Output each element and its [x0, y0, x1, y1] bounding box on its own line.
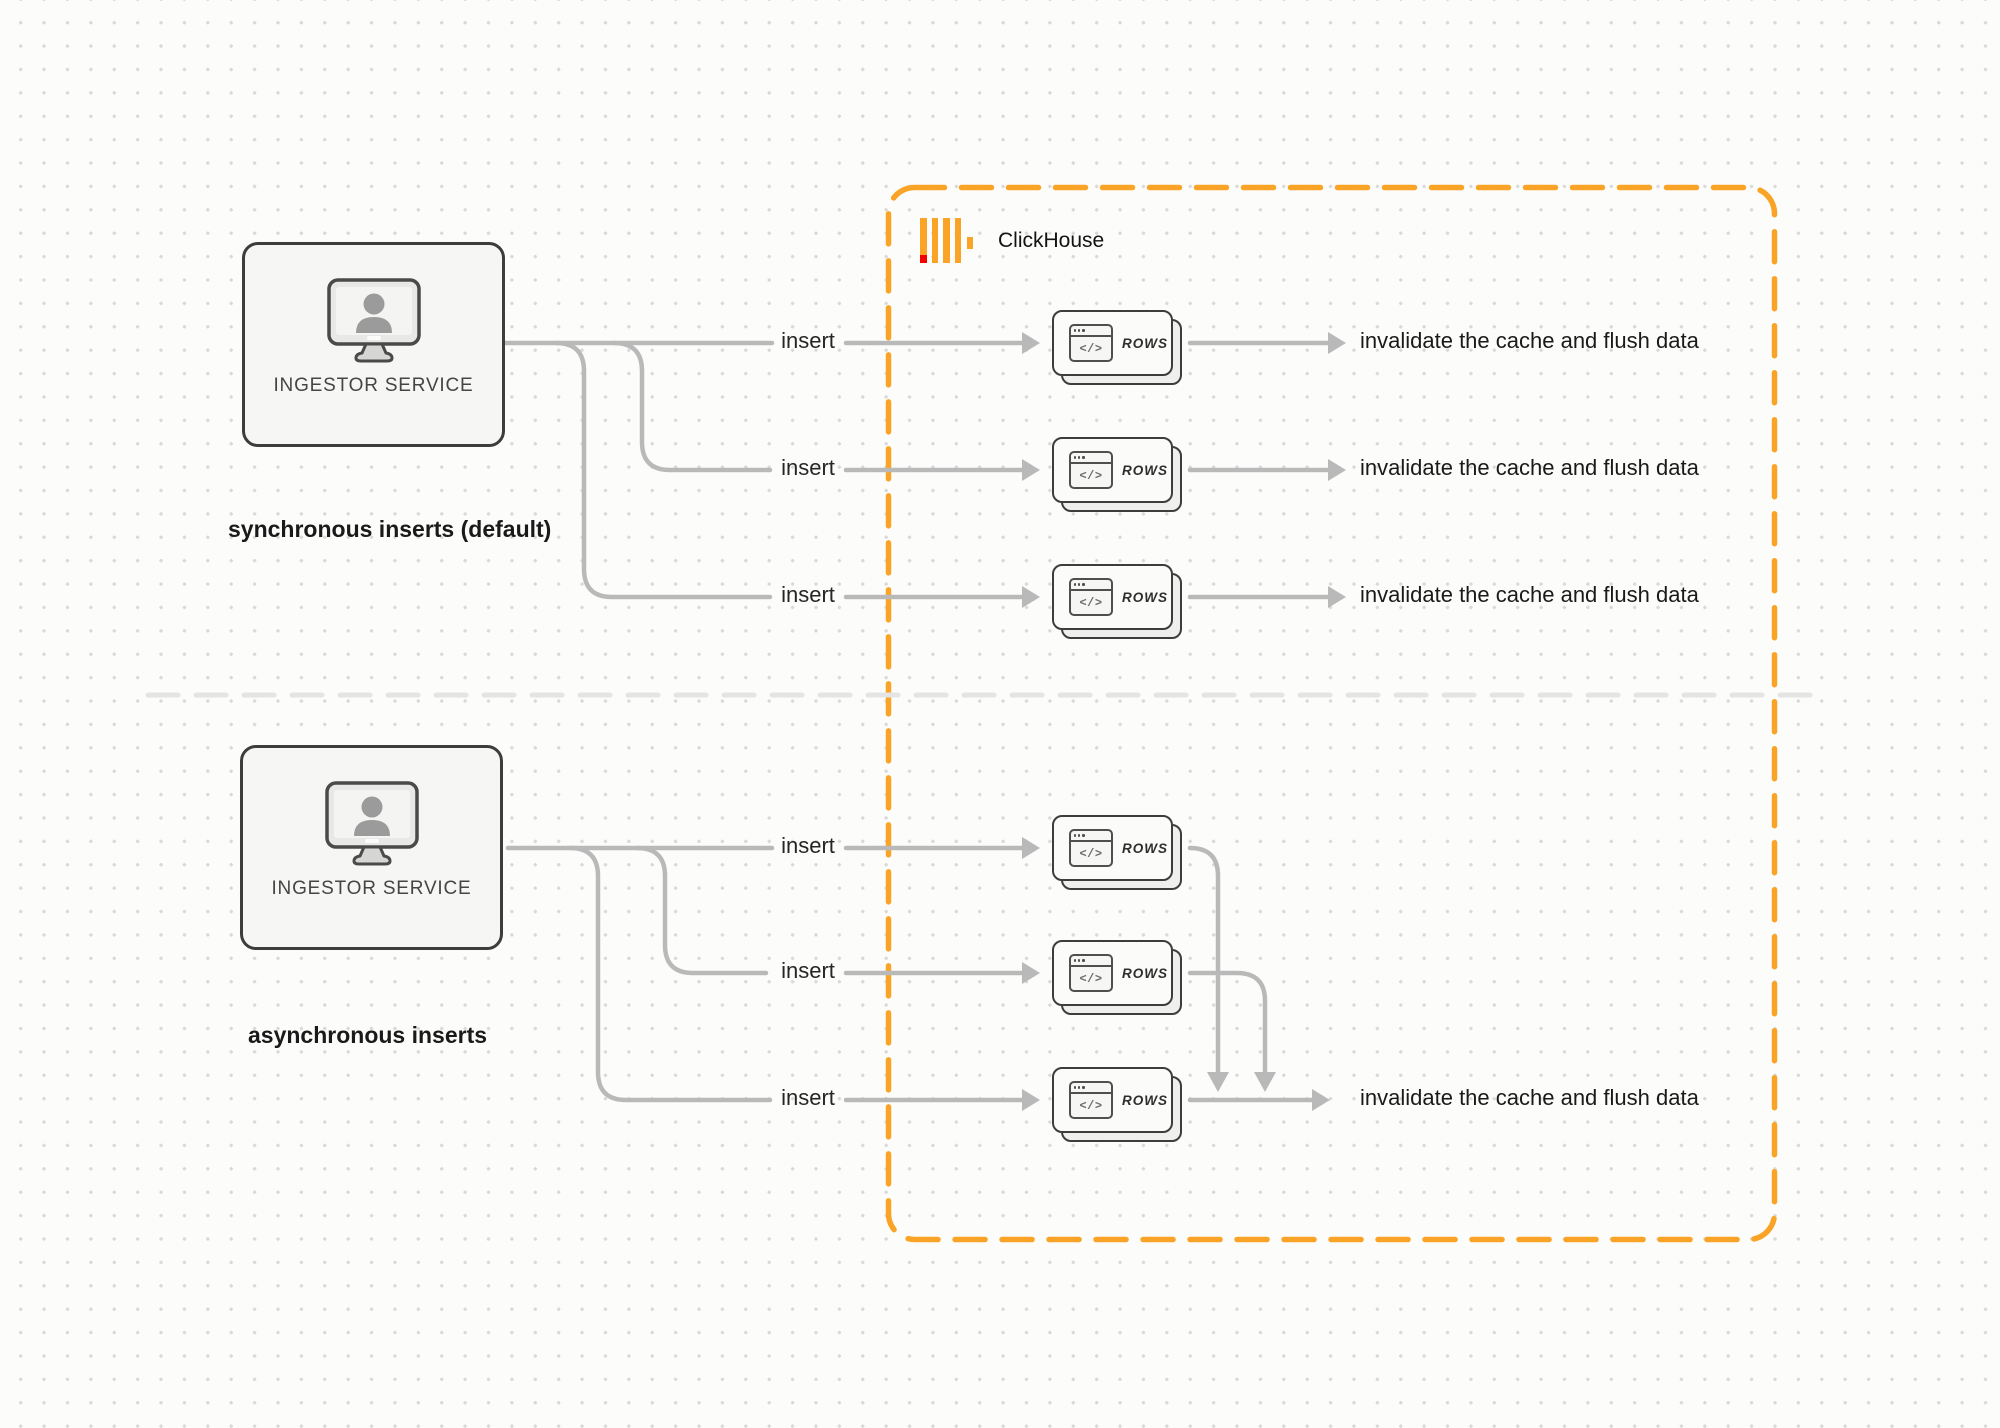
service-label: INGESTOR SERVICE [271, 878, 472, 899]
insert-label: insert [781, 455, 835, 480]
code-window-icon: </> [1069, 578, 1113, 616]
sync-branch-2-line [611, 340, 773, 473]
rows-label: ROWS [1122, 462, 1168, 478]
rows-label: ROWS [1122, 840, 1168, 856]
insert-label: insert [781, 1085, 835, 1110]
code-glyph: </> [1079, 341, 1103, 356]
code-glyph: </> [1079, 1098, 1103, 1113]
arrowhead [1328, 586, 1346, 608]
clickhouse-logo: ClickHouse [920, 218, 1104, 263]
code-window-icon: </> [1069, 324, 1113, 362]
service-label: INGESTOR SERVICE [273, 375, 474, 396]
code-glyph: </> [1079, 595, 1103, 610]
rows-card: </> ROWS [1052, 815, 1183, 891]
async-branch-2-line [634, 845, 769, 976]
clickhouse-boundary [885, 184, 1778, 1243]
sync-branch-3-line [553, 340, 773, 600]
code-window-icon: </> [1069, 1081, 1113, 1119]
arrowhead [1022, 586, 1040, 608]
arrowhead [1328, 459, 1346, 481]
result-label: invalidate the cache and flush data [1360, 582, 1699, 607]
insert-label: insert [781, 582, 835, 607]
arrowhead [1328, 332, 1346, 354]
arrowhead-down [1207, 1072, 1229, 1092]
code-window-icon: </> [1069, 451, 1113, 489]
arrowhead [1022, 332, 1040, 354]
async-ingestor-service-box: INGESTOR SERVICE [240, 745, 503, 950]
arrowhead [1312, 1089, 1330, 1111]
arrowhead [1022, 837, 1040, 859]
arrowhead [1022, 1089, 1040, 1111]
code-window-icon: </> [1069, 829, 1113, 867]
result-label: invalidate the cache and flush data [1360, 455, 1699, 480]
arrowhead [1022, 962, 1040, 984]
rows-label: ROWS [1122, 335, 1168, 351]
rows-card: </> ROWS [1052, 310, 1183, 386]
insert-label: insert [781, 328, 835, 353]
sync-caption: synchronous inserts (default) [228, 516, 552, 542]
code-glyph: </> [1079, 468, 1103, 483]
async-flush-arrow-1 [1187, 845, 1221, 1075]
rows-label: ROWS [1122, 589, 1168, 605]
clickhouse-logo-icon [920, 218, 980, 263]
arrowhead [1022, 459, 1040, 481]
arrowhead-down [1254, 1072, 1276, 1092]
clickhouse-label: ClickHouse [998, 228, 1105, 252]
code-glyph: </> [1079, 971, 1103, 986]
insert-label: insert [781, 958, 835, 983]
clickhouse-logo-red-accent [920, 255, 927, 263]
rows-card: </> ROWS [1052, 564, 1183, 640]
rows-card: </> ROWS [1052, 1067, 1183, 1143]
rows-card: </> ROWS [1052, 940, 1183, 1016]
sync-ingestor-service-box: INGESTOR SERVICE [242, 242, 505, 447]
code-glyph: </> [1079, 846, 1103, 861]
rows-card: </> ROWS [1052, 437, 1183, 513]
code-window-icon: </> [1069, 954, 1113, 992]
async-caption: asynchronous inserts [248, 1022, 488, 1048]
rows-label: ROWS [1122, 965, 1168, 981]
rows-label: ROWS [1122, 1092, 1168, 1108]
async-branch-3-line [567, 845, 773, 1103]
insert-label: insert [781, 833, 835, 858]
monitor-user-icon [326, 278, 421, 363]
result-label: invalidate the cache and flush data [1360, 1085, 1699, 1110]
async-flush-arrow-2 [1187, 970, 1268, 1075]
monitor-user-icon [324, 781, 419, 866]
result-label: invalidate the cache and flush data [1360, 328, 1699, 353]
